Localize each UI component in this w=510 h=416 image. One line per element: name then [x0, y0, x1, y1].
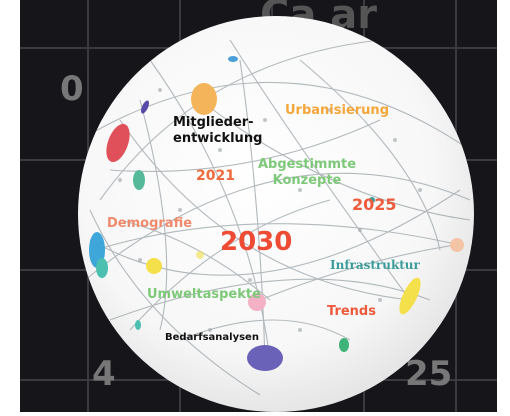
node-peach-right [450, 238, 464, 252]
label-infrastruktur: Infrastruktur [330, 258, 420, 272]
label-umweltaspekte: Umweltaspekte [147, 287, 261, 302]
label-mitgliederentwicklung: Mitglieder- entwicklung [173, 115, 263, 146]
left-margin [0, 0, 20, 412]
label-urbanisierung: Urbanisierung [285, 103, 389, 118]
node-purple-small [140, 100, 150, 114]
bg-digit-left-bottom: 4 [92, 354, 116, 394]
globe-network-lines [79, 39, 471, 396]
node-blue-top [228, 56, 238, 62]
globe-nodes [89, 56, 464, 371]
bg-digit-right-bottom: 25 [405, 354, 452, 394]
node-red-left [106, 123, 130, 163]
node-teal-small [369, 197, 375, 203]
label-bedarfsanalysen: Bedarfsanalysen [165, 332, 259, 343]
right-margin [497, 0, 510, 412]
globe [78, 16, 474, 412]
globe-network-dots [118, 88, 422, 332]
label-center-year-2030: 2030 [220, 227, 293, 257]
label-abgestimmte-konzepte: Abgestimmte Konzepte [258, 157, 357, 188]
node-green-left [133, 170, 145, 190]
node-orange-top [191, 83, 217, 115]
label-trends: Trends [327, 304, 376, 319]
node-pink [248, 293, 266, 311]
node-yellow-left [146, 258, 162, 274]
node-teal-bottom [135, 320, 141, 330]
bg-digit-left-top: 0 [60, 69, 84, 109]
node-yellow-faint [196, 251, 204, 259]
label-year-2021: 2021 [196, 168, 235, 184]
node-purple-bottom [247, 345, 283, 371]
label-year-2025: 2025 [352, 195, 397, 214]
label-demografie: Demografie [107, 216, 193, 231]
node-teal-left [96, 258, 108, 278]
node-green-bottom [339, 338, 349, 352]
node-yellow-right [399, 277, 421, 315]
